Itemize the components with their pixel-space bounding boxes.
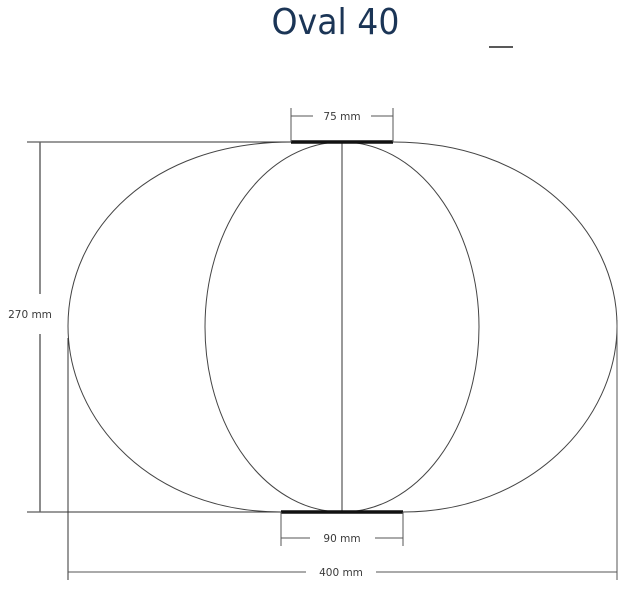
- diagram-title: Oval 40: [271, 2, 400, 43]
- bottom-diameter-label: 90 mm: [323, 533, 360, 545]
- height-label: 270 mm: [8, 309, 52, 321]
- top-diameter-label: 75 mm: [323, 111, 360, 123]
- width-label: 400 mm: [319, 567, 363, 579]
- diagram-title-container: Oval 40: [0, 0, 641, 45]
